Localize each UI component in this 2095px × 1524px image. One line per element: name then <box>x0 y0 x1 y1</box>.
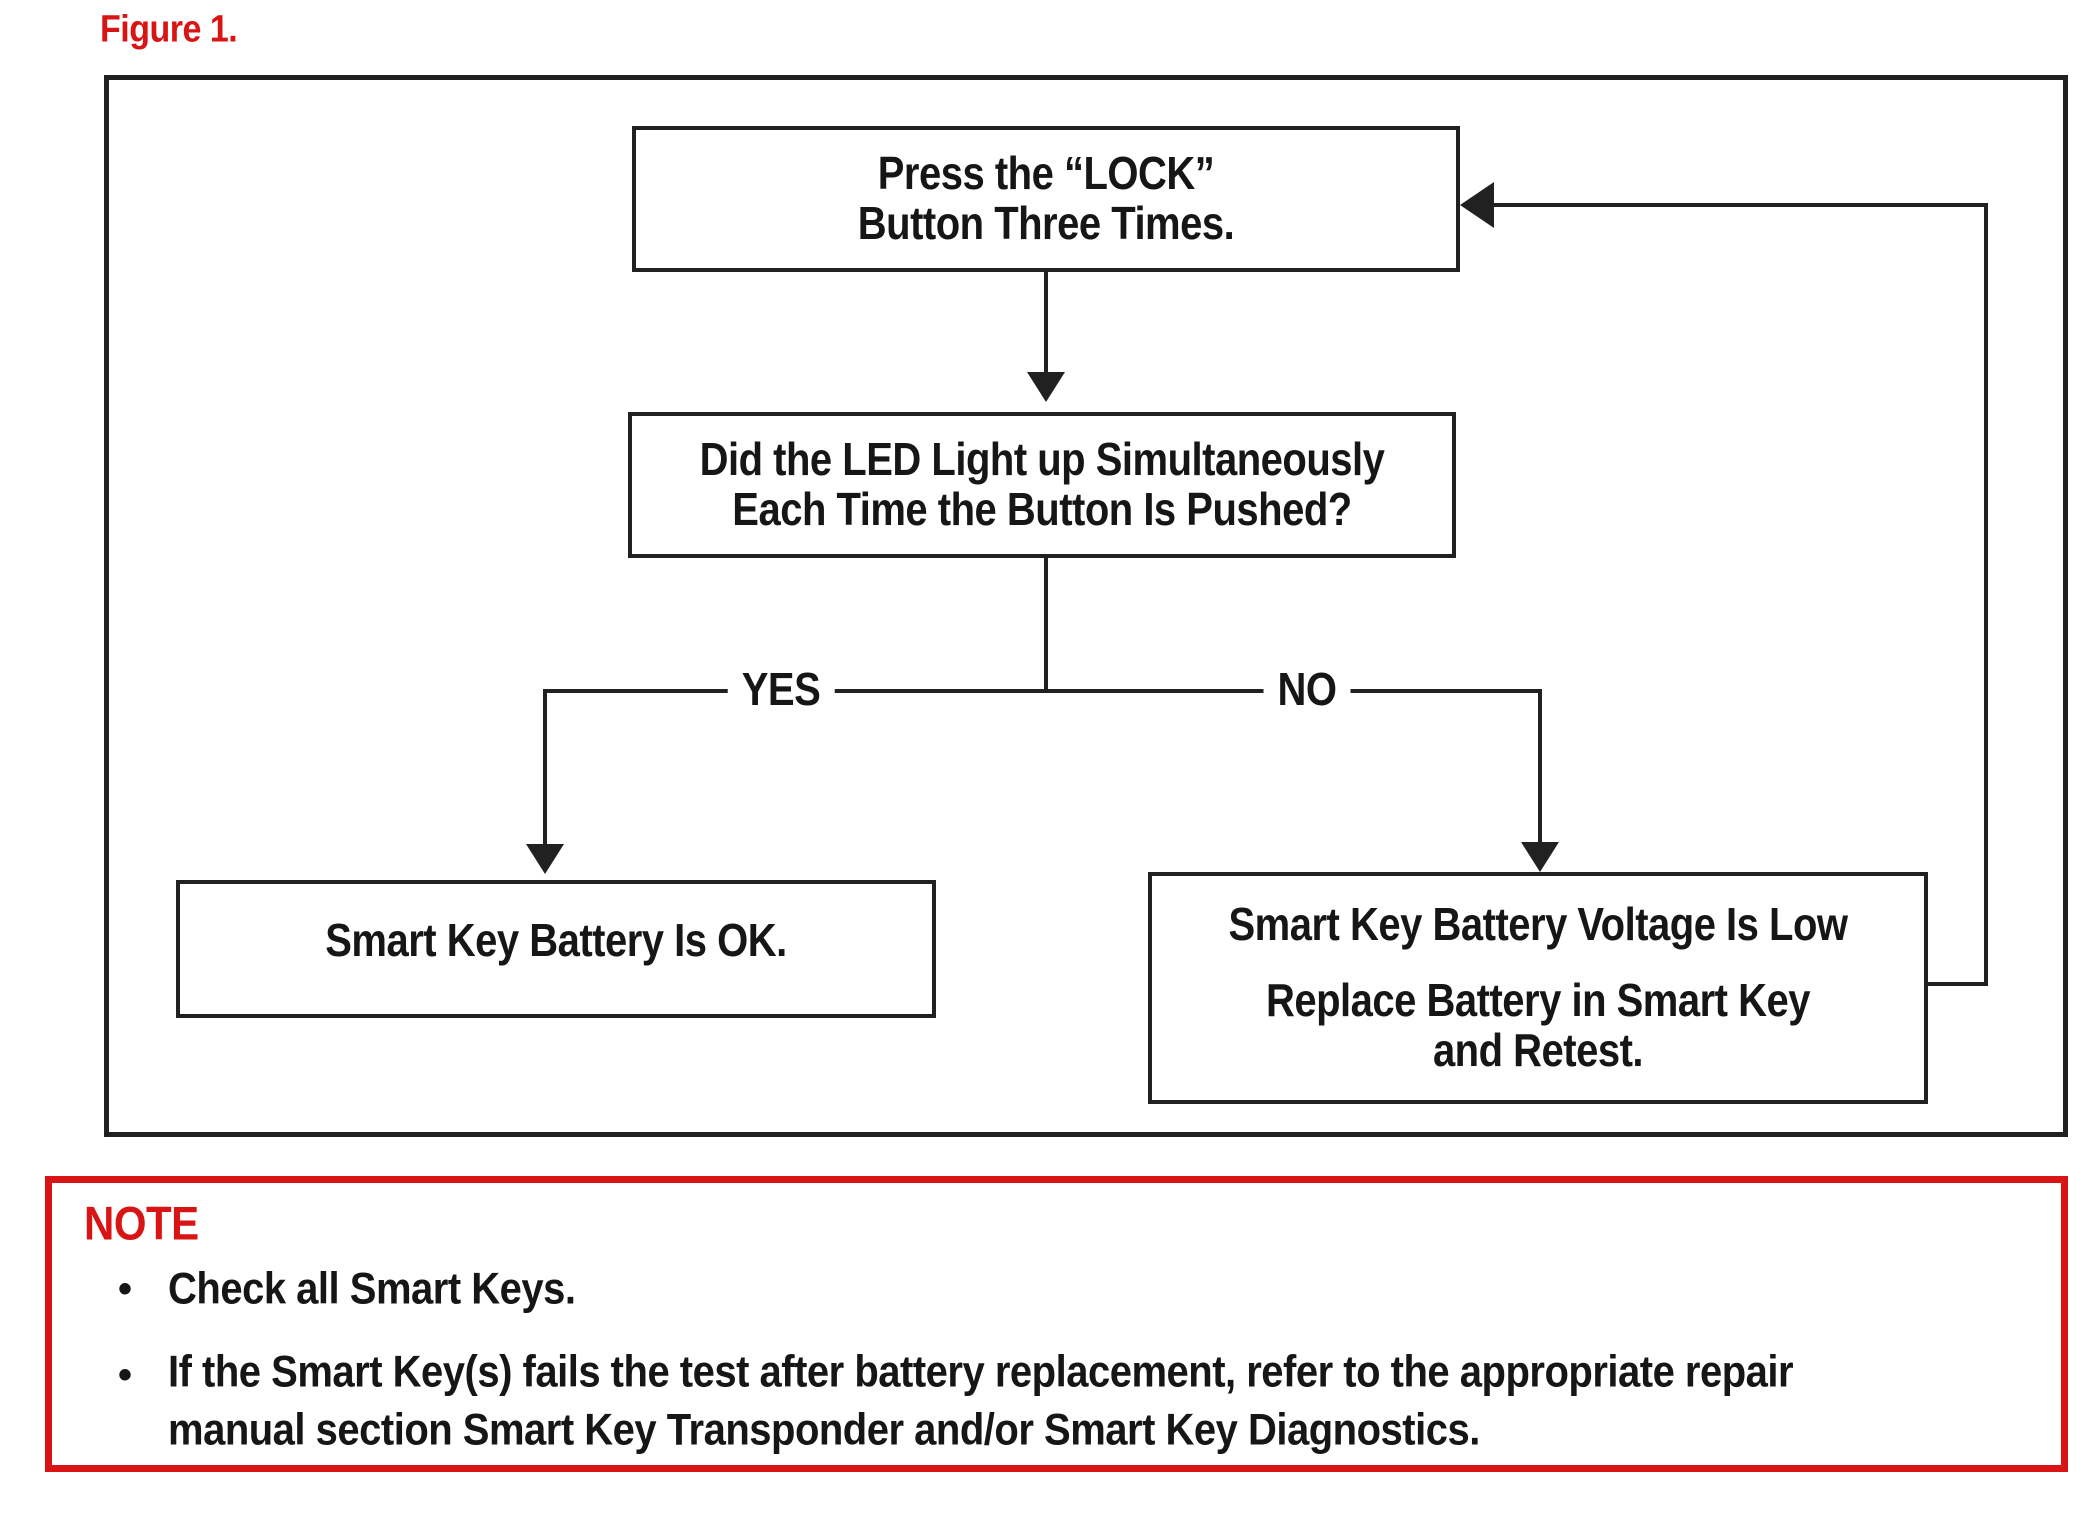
branch-label-no: NO <box>1263 662 1351 718</box>
battery-ok-line1: Smart Key Battery Is OK. <box>325 915 787 967</box>
note-bullet-2-text: If the Smart Key(s) fails the test after… <box>168 1343 1794 1459</box>
press-lock-line1: Press the “LOCK” <box>877 148 1215 200</box>
branch-line <box>545 689 1540 693</box>
branch-label-yes: YES <box>727 662 835 718</box>
connector-press-to-led <box>1044 272 1048 375</box>
connector-yes-drop <box>543 689 547 844</box>
figure-caption: Figure 1. <box>100 8 238 51</box>
flowchart-box-battery-low: Smart Key Battery Voltage Is Low Replace… <box>1148 872 1928 1104</box>
feedback-line-vertical <box>1984 203 1988 986</box>
flowchart-box-battery-ok: Smart Key Battery Is OK. <box>176 880 936 1018</box>
arrowhead-down-icon <box>1027 372 1065 402</box>
battery-low-line1: Smart Key Battery Voltage Is Low <box>1228 899 1849 951</box>
bullet-dot-icon: • <box>118 1353 133 1397</box>
arrowhead-down-yes-icon <box>526 844 564 874</box>
press-lock-line2: Button Three Times. <box>857 198 1235 250</box>
flowchart: Press the “LOCK” Button Three Times. Did… <box>109 80 2063 1132</box>
note-heading: NOTE <box>84 1197 199 1250</box>
note-box: NOTE • Check all Smart Keys. • If the Sm… <box>45 1176 2068 1472</box>
battery-low-line3: and Retest. <box>1432 1025 1644 1077</box>
flowchart-box-press-lock: Press the “LOCK” Button Three Times. <box>632 126 1460 272</box>
arrowhead-left-icon <box>1460 182 1494 228</box>
flowchart-box-led-question: Did the LED Light up Simultaneously Each… <box>628 412 1456 558</box>
note-content: NOTE • Check all Smart Keys. • If the Sm… <box>52 1183 2061 1465</box>
note-bullet-1: • Check all Smart Keys. <box>118 1263 576 1315</box>
connector-led-to-branch <box>1044 558 1048 693</box>
feedback-line-bottom <box>1928 982 1988 986</box>
note-bullet-2-line2: manual section Smart Key Transponder and… <box>168 1405 1480 1455</box>
battery-low-line2: Replace Battery in Smart Key <box>1265 975 1811 1027</box>
bullet-dot-icon: • <box>118 1267 133 1311</box>
note-bullet-2: • If the Smart Key(s) fails the test aft… <box>118 1347 1794 1455</box>
led-question-line2: Each Time the Button Is Pushed? <box>732 484 1352 536</box>
feedback-line-top <box>1494 203 1988 207</box>
flowchart-frame: Press the “LOCK” Button Three Times. Did… <box>104 75 2068 1137</box>
arrowhead-down-no-icon <box>1521 842 1559 872</box>
note-bullet-1-text: Check all Smart Keys. <box>168 1264 576 1314</box>
led-question-line1: Did the LED Light up Simultaneously <box>699 434 1385 486</box>
connector-no-drop <box>1538 689 1542 842</box>
note-bullet-2-line1: If the Smart Key(s) fails the test after… <box>168 1347 1794 1397</box>
